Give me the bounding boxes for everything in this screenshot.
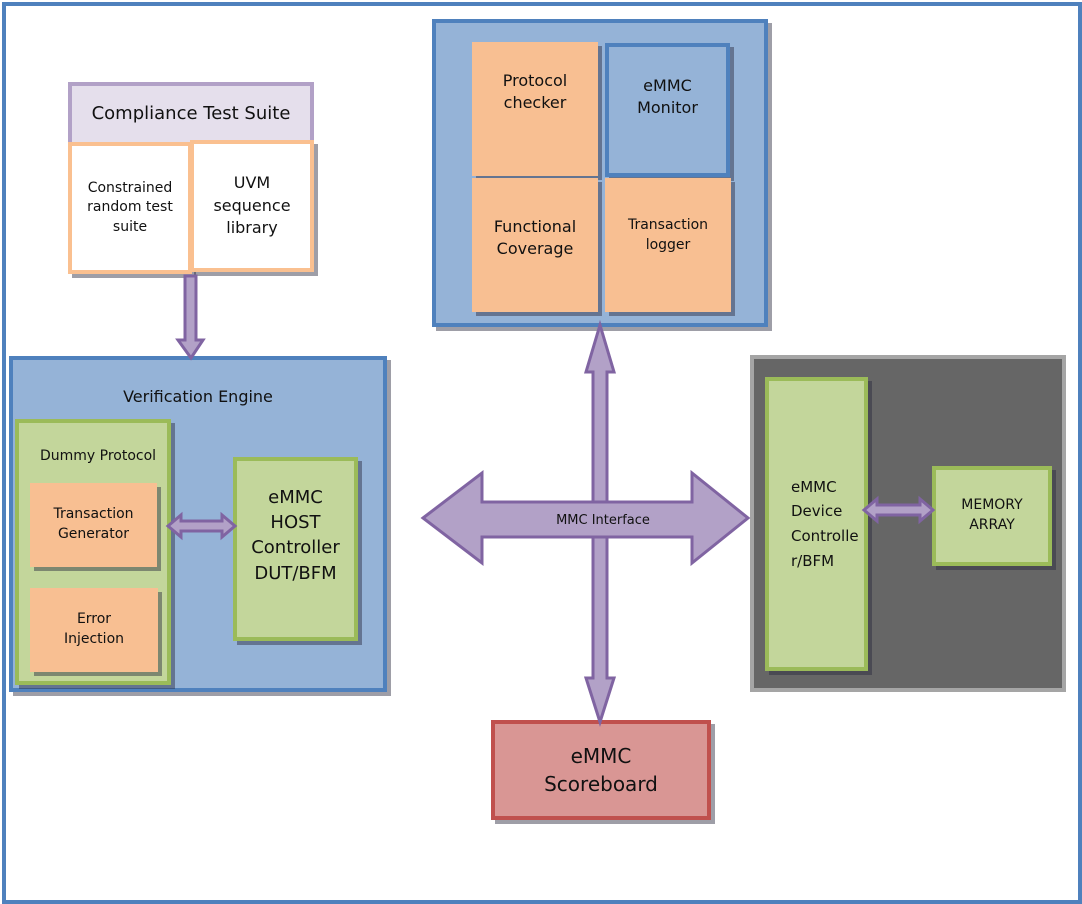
device-controller-label: eMMC Device Controlle r/BFM xyxy=(791,477,859,570)
functional-coverage-label: Functional Coverage xyxy=(493,217,577,259)
emmc-scoreboard: eMMC Scoreboard xyxy=(491,720,711,820)
functional-coverage: Functional Coverage xyxy=(472,178,598,312)
constrained-random-test-suite: Constrained random test suite xyxy=(68,142,192,274)
transaction-generator-label: Transaction Generator xyxy=(53,506,134,542)
emmc-device-controller: eMMC Device Controlle r/BFM xyxy=(765,377,868,671)
compliance-test-suite-header: Compliance Test Suite xyxy=(68,82,314,146)
constrained-random-label: Constrained random test suite xyxy=(87,179,173,235)
memory-array-label: MEMORY ARRAY xyxy=(961,497,1023,533)
transaction-generator: Transaction Generator xyxy=(30,483,157,567)
emmc-monitor-label: eMMC Monitor xyxy=(637,76,698,118)
transaction-logger-label: Transaction logger xyxy=(627,217,709,253)
dummy-protocol-title: Dummy Protocol xyxy=(39,448,157,464)
verification-engine-title: Verification Engine xyxy=(123,387,273,406)
host-controller-label: eMMC HOST Controller DUT/BFM xyxy=(251,487,340,584)
error-injection-label: Error Injection xyxy=(63,611,125,647)
protocol-checker: Protocol checker xyxy=(472,42,598,176)
transaction-logger: Transaction logger xyxy=(605,178,731,312)
uvm-sequence-library: UVM sequence library xyxy=(190,140,314,272)
protocol-checker-label: Protocol checker xyxy=(502,71,568,113)
memory-array: MEMORY ARRAY xyxy=(932,466,1052,566)
error-injection: Error Injection xyxy=(30,588,158,672)
emmc-host-controller: eMMC HOST Controller DUT/BFM xyxy=(233,457,358,641)
emmc-monitor: eMMC Monitor xyxy=(605,43,730,177)
scoreboard-label: eMMC Scoreboard xyxy=(544,744,658,796)
uvm-sequence-label: UVM sequence library xyxy=(213,173,291,238)
compliance-title: Compliance Test Suite xyxy=(91,103,291,125)
